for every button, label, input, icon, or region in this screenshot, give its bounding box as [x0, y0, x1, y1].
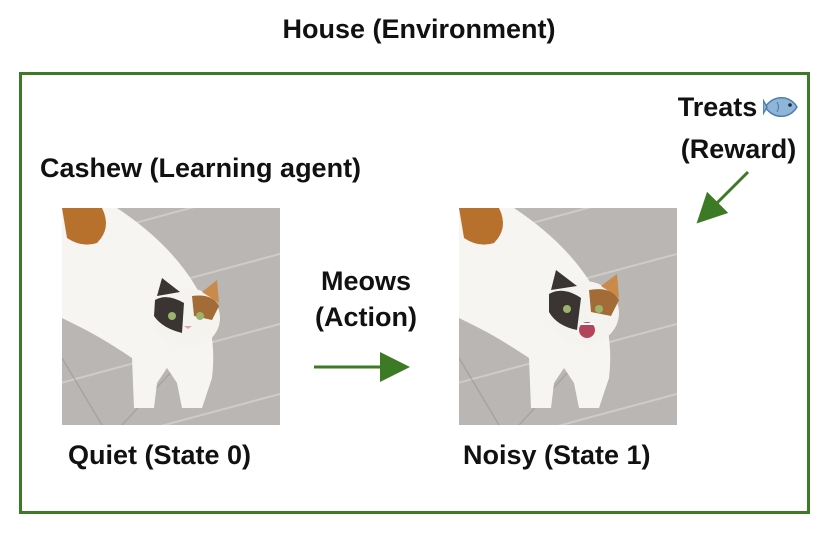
action-label-line1: Meows [320, 266, 412, 296]
action-label: Meows (Action) [296, 263, 436, 335]
reward-arrow [696, 170, 750, 224]
action-label-line2: (Action) [315, 302, 417, 332]
state-0-label: Quiet (State 0) [68, 440, 252, 470]
diagram-title: House (Environment) [282, 14, 556, 44]
agent-label: Cashew (Learning agent) [40, 153, 362, 183]
state-1-label: Noisy (State 1) [463, 440, 651, 470]
reward-label: Treats (Reward) [656, 88, 821, 168]
fish-icon [762, 92, 799, 130]
cat-photo-meowing [459, 208, 677, 425]
cat-photo-quiet [62, 208, 280, 425]
reward-label-text: Treats [677, 92, 758, 122]
environment-frame [19, 72, 810, 514]
reward-label-line1: Treats [656, 88, 821, 130]
reward-label-line2: (Reward) [680, 134, 797, 164]
